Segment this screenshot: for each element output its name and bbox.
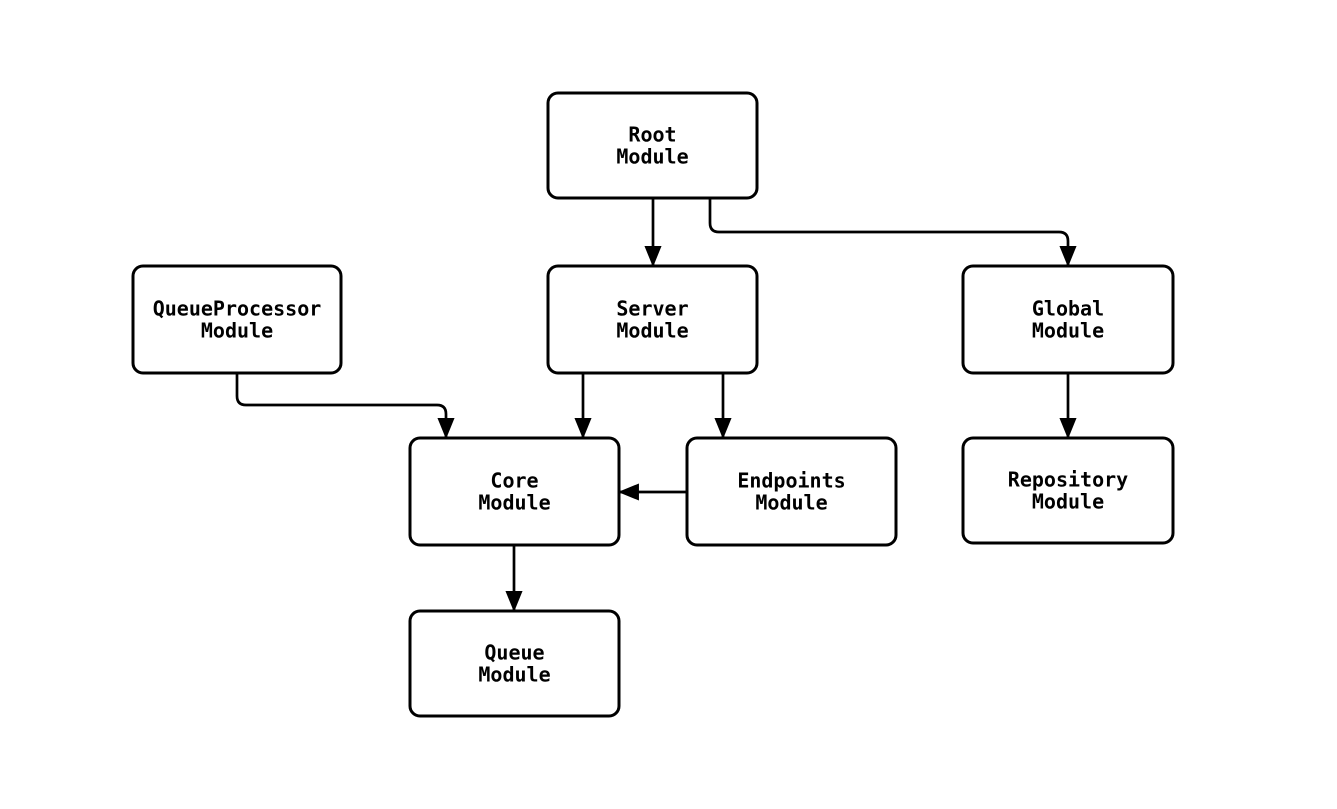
- node-label-line: Module: [755, 491, 827, 515]
- node-label-line: Endpoints: [737, 469, 845, 493]
- node-box-core: [408, 436, 621, 547]
- node-box-repository: [961, 436, 1175, 545]
- node-label-line: Root: [628, 123, 676, 147]
- node-label-line: Core: [490, 469, 538, 493]
- node-label-line: Queue: [484, 641, 544, 665]
- node-label-line: Module: [616, 145, 688, 169]
- node-box-endpoints: [685, 436, 898, 547]
- node-label-line: Global: [1032, 297, 1104, 321]
- edge-queueprocessor-to-core: [235, 373, 455, 439]
- node-box-server: [546, 264, 759, 375]
- node-box-queue: [408, 609, 621, 718]
- node-label-line: Module: [616, 319, 688, 343]
- node-label-line: Module: [1032, 319, 1104, 343]
- node-box-queueprocessor: [131, 264, 343, 375]
- node-label-line: Module: [201, 319, 273, 343]
- node-label-line: Module: [478, 491, 550, 515]
- node-label-line: Server: [616, 297, 688, 321]
- node-box-root: [546, 91, 759, 200]
- node-label-line: Module: [478, 663, 550, 687]
- node-label-line: Repository: [1008, 468, 1128, 492]
- node-label-line: QueueProcessor: [153, 297, 322, 321]
- node-label-line: Module: [1032, 490, 1104, 514]
- edge-root-to-global: [708, 198, 1077, 267]
- node-box-global: [961, 264, 1175, 375]
